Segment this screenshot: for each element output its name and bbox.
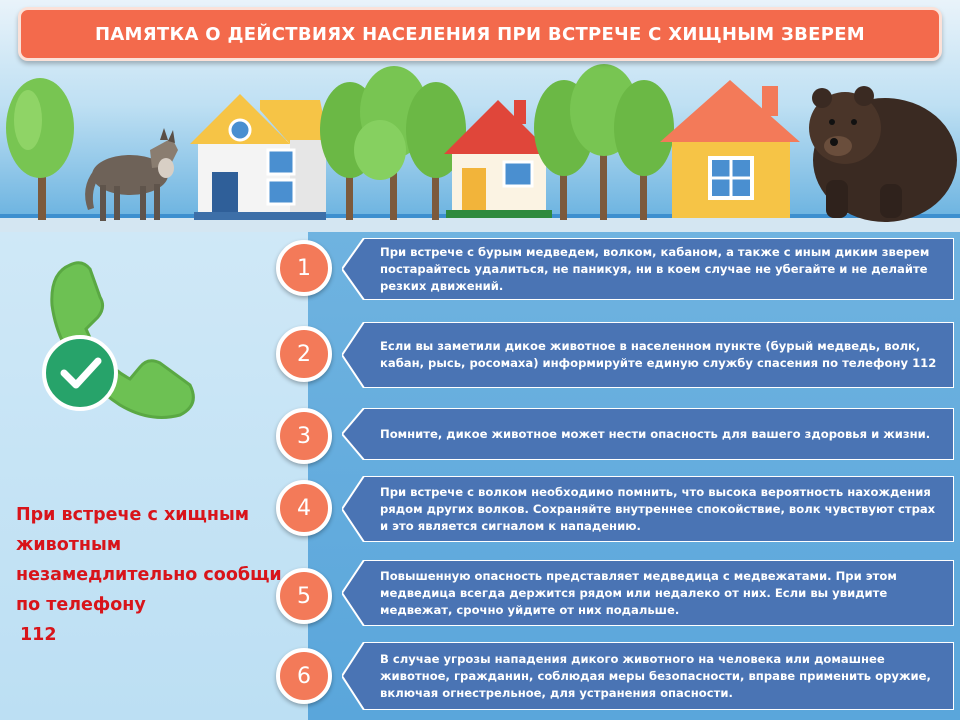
step-text: Повышенную опасность представляет медвед… bbox=[380, 568, 897, 617]
title-bar: ПАМЯТКА О ДЕЙСТВИЯХ НАСЕЛЕНИЯ ПРИ ВСТРЕЧ… bbox=[18, 7, 942, 61]
step-number: 2 bbox=[276, 326, 332, 382]
callout-text: При встрече с хищным животным незамедлит… bbox=[16, 505, 282, 615]
step-text: При встрече с волком необходимо помнить,… bbox=[380, 484, 936, 533]
step-number: 4 bbox=[276, 480, 332, 536]
emergency-callout: При встрече с хищным животным незамедлит… bbox=[16, 500, 296, 650]
house-icon bbox=[190, 94, 328, 220]
step-number: 6 bbox=[276, 648, 332, 704]
page-title: ПАМЯТКА О ДЕЙСТВИЯХ НАСЕЛЕНИЯ ПРИ ВСТРЕЧ… bbox=[94, 23, 866, 45]
arrow-shape bbox=[342, 560, 954, 626]
step-text: Если вы заметили дикое животное в населе… bbox=[380, 339, 937, 370]
step-box: Если вы заметили дикое животное в населе… bbox=[342, 322, 954, 388]
bear-icon bbox=[809, 86, 957, 222]
step-row: 1 При встрече с бурым медведем, волком, … bbox=[0, 238, 960, 300]
step-number: 5 bbox=[276, 568, 332, 624]
tree-icon bbox=[534, 64, 674, 220]
phone-icon bbox=[42, 261, 195, 419]
tree-icon bbox=[6, 78, 74, 220]
arrow-shape bbox=[342, 476, 954, 542]
house-icon bbox=[660, 80, 800, 218]
step-text: Помните, дикое животное может нести опас… bbox=[380, 426, 931, 441]
arrow-shape bbox=[342, 408, 954, 460]
step-box: При встрече с бурым медведем, волком, ка… bbox=[342, 238, 954, 300]
arrow-shape bbox=[342, 238, 954, 300]
step-box: При встрече с волком необходимо помнить,… bbox=[342, 476, 954, 542]
wolf-icon bbox=[85, 128, 178, 221]
header-scene: ПАМЯТКА О ДЕЙСТВИЯХ НАСЕЛЕНИЯ ПРИ ВСТРЕЧ… bbox=[0, 0, 960, 232]
step-box: Повышенную опасность представляет медвед… bbox=[342, 560, 954, 626]
step-row: 6 В случае угрозы нападения дикого живот… bbox=[0, 642, 960, 710]
step-row: 3 Помните, дикое животное может нести оп… bbox=[0, 408, 960, 468]
step-row: 5 Повышенную опасность представляет медв… bbox=[0, 560, 960, 626]
arrow-shape bbox=[342, 642, 954, 710]
step-number: 1 bbox=[276, 240, 332, 296]
step-text: В случае угрозы нападения дикого животно… bbox=[380, 651, 931, 700]
step-box: В случае угрозы нападения дикого животно… bbox=[342, 642, 954, 710]
step-row: 4 При встрече с волком необходимо помнит… bbox=[0, 476, 960, 542]
step-number: 3 bbox=[276, 408, 332, 464]
check-icon bbox=[42, 335, 118, 411]
house-icon bbox=[444, 100, 552, 218]
step-box: Помните, дикое животное может нести опас… bbox=[342, 408, 954, 460]
step-text: При встрече с бурым медведем, волком, ка… bbox=[380, 244, 930, 293]
callout-phone-number: 112 bbox=[20, 625, 57, 645]
step-row: 2 Если вы заметили дикое животное в насе… bbox=[0, 322, 960, 388]
left-panel bbox=[0, 232, 308, 720]
scene-illustration bbox=[0, 64, 960, 232]
tree-icon bbox=[320, 66, 466, 220]
arrow-shape bbox=[342, 322, 954, 388]
